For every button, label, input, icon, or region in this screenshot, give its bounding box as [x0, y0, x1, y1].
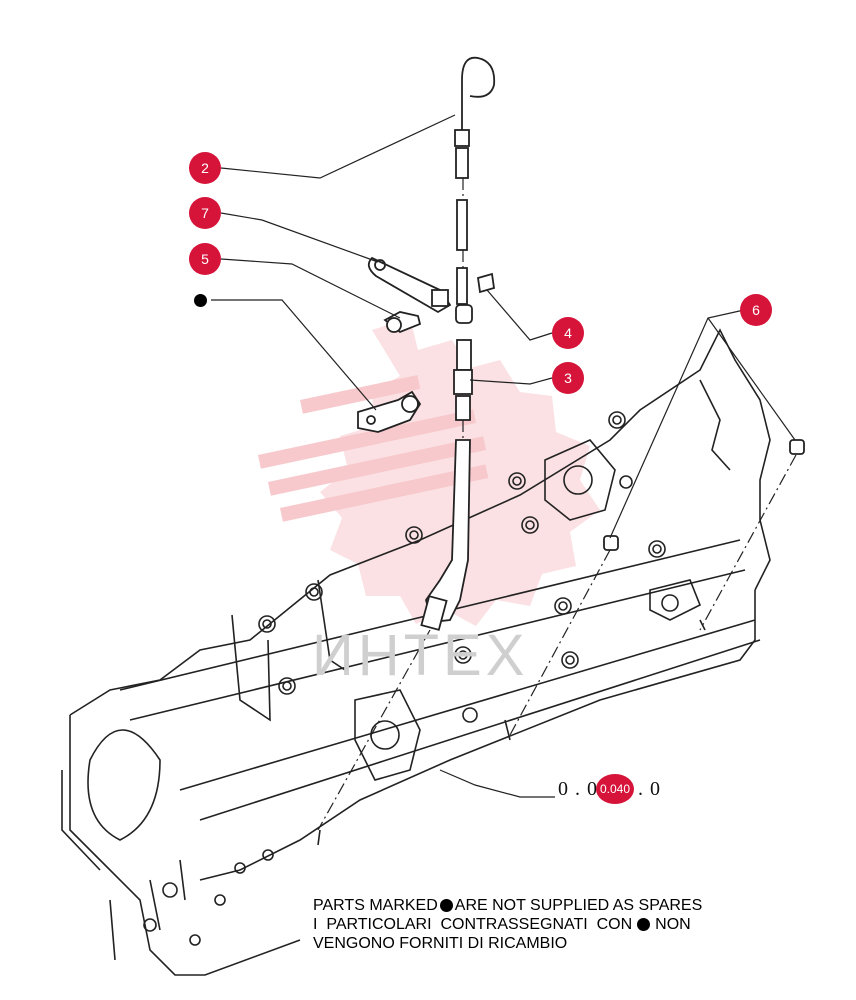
reference-badge: 0.040: [596, 774, 634, 804]
dipstick-assembly: [357, 56, 805, 631]
watermark-logo: [258, 318, 600, 626]
note-line-2-start: I PARTICOLARI CONTRASSEGNATI CON: [313, 916, 633, 933]
callout-7: 7: [189, 197, 221, 229]
callout-5: 5: [189, 243, 221, 275]
bullet-icon: [637, 918, 651, 931]
note-line-1-end: ARE NOT SUPPLIED AS SPARES: [454, 897, 703, 914]
leader-lines: [211, 114, 796, 798]
note-line-1-start: PARTS MARKED: [313, 897, 438, 914]
not-supplied-bullet: [194, 294, 207, 307]
callout-6: 6: [740, 294, 772, 326]
watermark-text: ИНТЕХ: [312, 623, 529, 688]
note-line-1: PARTS MARKED ARE NOT SUPPLIED AS SPARES: [313, 896, 702, 915]
callout-3: 3: [552, 362, 584, 394]
bullet-icon: [439, 899, 453, 912]
center-lines: [317, 178, 797, 831]
note-line-2: I PARTICOLARI CONTRASSEGNATI CON NON: [313, 915, 702, 934]
note-line-2-end: NON: [655, 916, 691, 933]
parts-note: PARTS MARKED ARE NOT SUPPLIED AS SPARES …: [313, 896, 702, 953]
note-line-3: VENGONO FORNITI DI RICAMBIO: [313, 934, 702, 953]
callout-4: 4: [552, 317, 584, 349]
callout-2: 2: [189, 152, 221, 184]
engine-block: [61, 328, 771, 976]
note-line-3-text: VENGONO FORNITI DI RICAMBIO: [313, 935, 568, 952]
